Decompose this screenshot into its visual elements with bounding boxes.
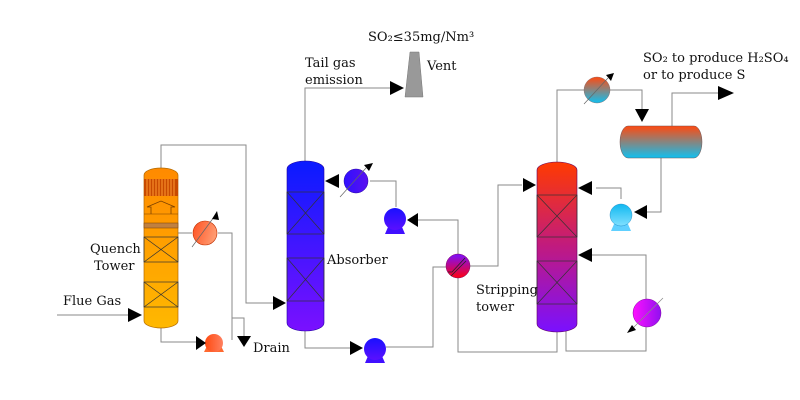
drain-label: Drain: [253, 341, 291, 356]
pipe-separator-bottom: [645, 158, 662, 213]
arrow-left-icon: [325, 174, 339, 188]
stripping-tower[interactable]: [536, 161, 578, 333]
reflux-separator[interactable]: [619, 125, 703, 159]
arrow-left-icon: [578, 181, 592, 195]
flow-arrows: [128, 81, 734, 355]
overhead-condenser[interactable]: [583, 73, 614, 105]
spray-nozzles: [144, 179, 178, 196]
arrow-left-icon: [407, 213, 418, 227]
arrow-down-icon: [237, 336, 251, 347]
lean-amine-pump[interactable]: [384, 208, 406, 234]
pipe-stripper-bottom: [457, 277, 558, 353]
arrow-icon: [212, 211, 219, 220]
quench-tower[interactable]: [143, 167, 179, 329]
quench-packing: [143, 236, 179, 308]
pipe-reboiler-out: [565, 327, 647, 352]
arrow-right-icon: [523, 178, 536, 192]
absorber-column[interactable]: [286, 160, 325, 332]
absorber-label: Absorber: [326, 253, 388, 268]
product-label-line2: or to produce S: [643, 68, 745, 83]
rich-amine-pump[interactable]: [364, 338, 386, 363]
quench-tower-label-line1: Quench: [90, 242, 141, 257]
vent-stack[interactable]: [404, 51, 424, 98]
arrow-icon: [627, 325, 636, 333]
lean-amine-cooler[interactable]: [339, 163, 373, 198]
pipe-reboiler-in: [592, 254, 647, 299]
flue-gas-label: Flue Gas: [63, 294, 121, 309]
arrow-right-icon: [718, 86, 734, 100]
pipes: [57, 87, 718, 353]
pipe-condenser-out: [610, 89, 643, 110]
tail-gas-label-line1: Tail gas: [305, 56, 356, 71]
absorber-packing: [286, 191, 325, 302]
chimney-tray-icon: [146, 200, 176, 214]
arrow-left-icon: [634, 205, 647, 219]
stripping-tower-label-line1: Stripping: [476, 283, 538, 298]
quench-tower-label-line2: Tower: [94, 259, 135, 274]
arrow-icon: [606, 73, 614, 81]
arrow-right-icon: [350, 341, 363, 355]
pipe-quench-bottom: [160, 328, 198, 343]
product-label-line1: SO₂ to produce H₂SO₄: [643, 51, 789, 66]
pipe-quench-recirc: [218, 232, 233, 340]
so2-limit-label: SO₂≤35mg/Nm³: [368, 30, 474, 45]
pipe-drain: [232, 317, 245, 336]
arrow-right-icon: [273, 296, 286, 310]
lean-rich-heat-exchanger[interactable]: [445, 253, 471, 279]
quench-pump[interactable]: [204, 334, 224, 352]
reflux-pump[interactable]: [609, 203, 633, 231]
pipe-absorber-bottom: [304, 330, 352, 349]
arrow-down-icon: [635, 109, 649, 122]
quench-cooler[interactable]: [191, 211, 219, 248]
pipe-rich-amine: [386, 266, 446, 348]
arrow-left-icon: [578, 248, 592, 262]
pipe-rich-to-stripper: [470, 184, 522, 267]
pipe-stripper-overhead: [556, 89, 585, 163]
stripper-packing: [536, 194, 578, 305]
pipe-quench-overhead: [160, 144, 282, 304]
pipe-tail-gas: [304, 87, 390, 163]
arrow-right-icon: [196, 336, 206, 350]
stripping-tower-label-line2: tower: [476, 300, 515, 315]
arrow-right-icon: [390, 81, 404, 95]
vent-label: Vent: [426, 59, 457, 74]
pipe-reflux: [596, 187, 622, 199]
pipe-lean-to-pump: [418, 219, 459, 255]
arrow-icon: [364, 163, 373, 171]
reboiler[interactable]: [627, 297, 664, 333]
tail-gas-label-line2: emission: [305, 73, 364, 88]
demister: [143, 222, 179, 229]
arrow-right-icon: [128, 308, 142, 322]
pipe-so2-product: [671, 92, 718, 127]
pipe-lean-to-cooler: [370, 180, 397, 207]
